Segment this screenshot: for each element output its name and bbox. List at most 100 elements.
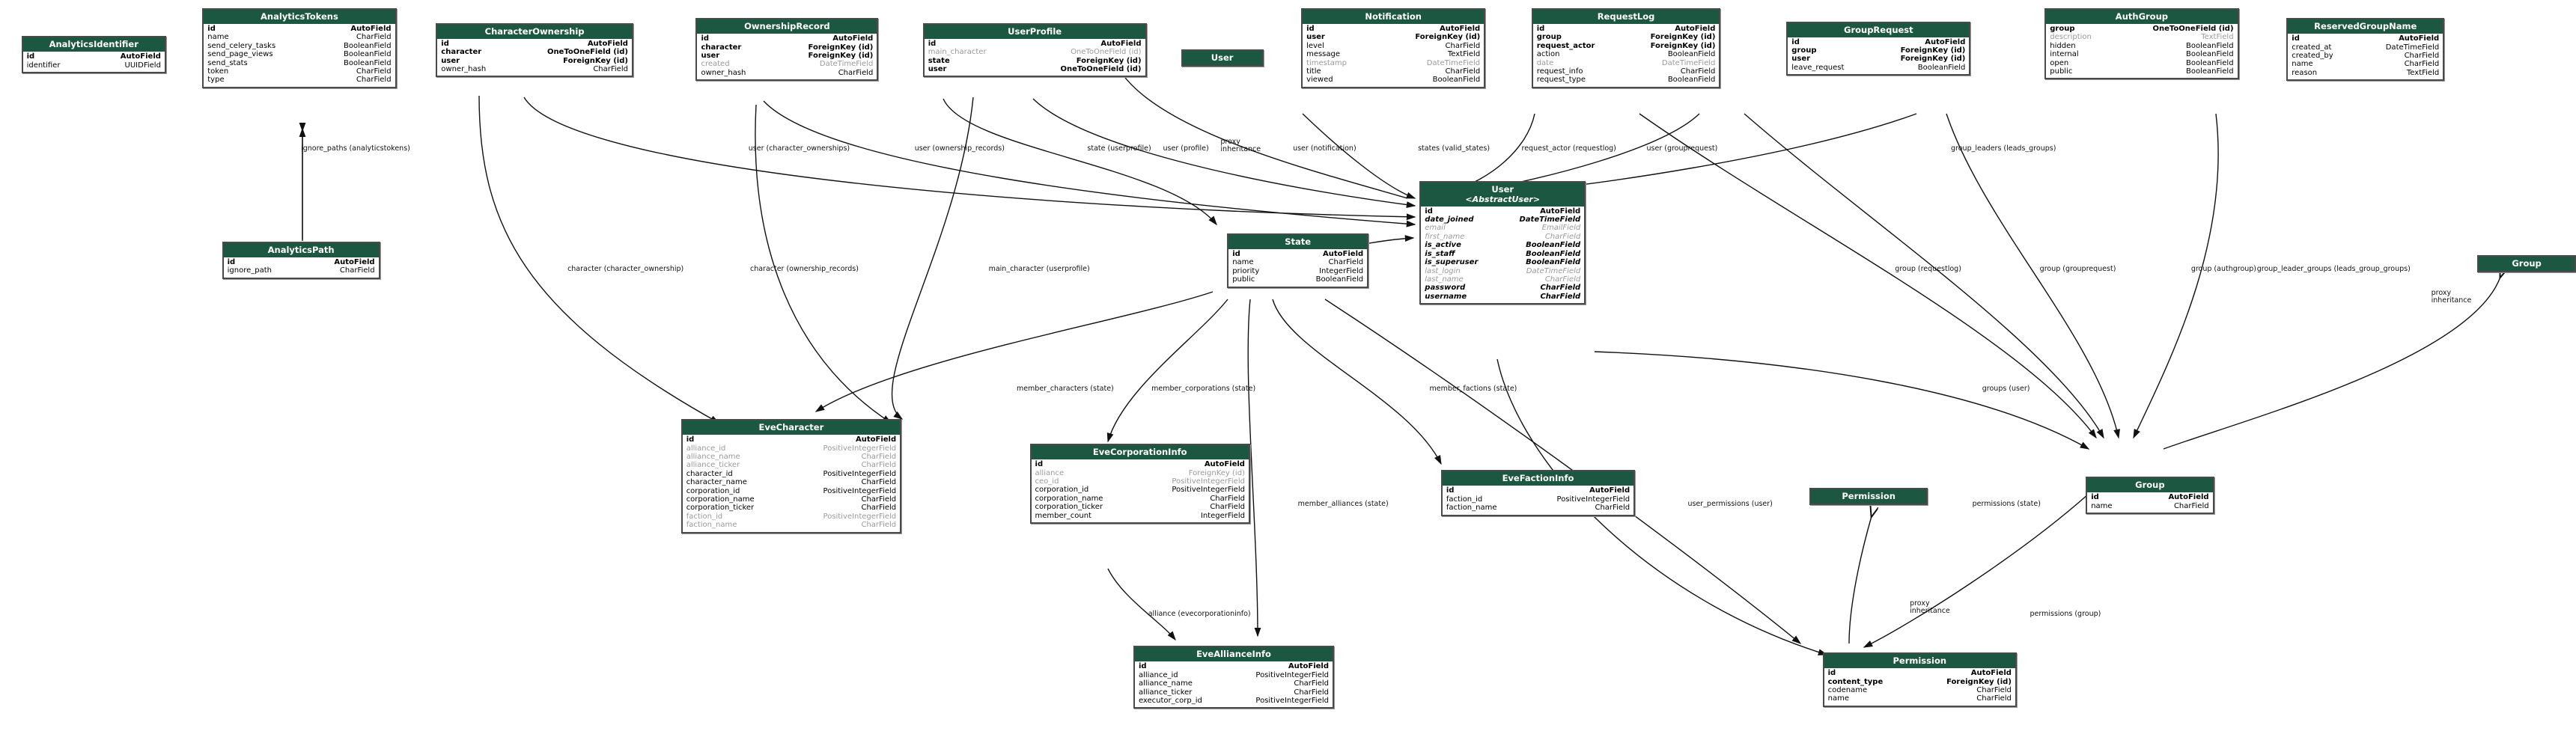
entity-field-row: id AutoField: [228, 258, 375, 266]
edge-label-el-member-factions: member_factions (state): [1429, 385, 1517, 394]
edge-label-el-state-userprofile: state (userprofile): [1087, 144, 1151, 153]
entity-title-eveallianceinfo: EveAllianceInfo: [1134, 647, 1333, 662]
field-type: CharField: [1595, 504, 1630, 513]
field-name: leave_request: [1791, 63, 1845, 72]
field-name: id: [1446, 486, 1455, 495]
entity-name: EveCorporationInfo: [1092, 447, 1187, 458]
field-type: DateTimeField: [1519, 215, 1581, 224]
field-name: level: [1306, 41, 1324, 50]
field-type: CharField: [1540, 292, 1581, 301]
field-type: BooleanField: [1526, 241, 1581, 250]
edge-label-el-states-valid: states (valid_states): [1418, 144, 1491, 153]
entity-name: AnalyticsPath: [267, 244, 335, 255]
entity-name: EveCharacter: [758, 422, 824, 433]
entity-title-user_plain: User: [1182, 50, 1262, 65]
edge-label-el-main-character: main_character (userprofile): [988, 264, 1090, 273]
entity-table-user_plain[interactable]: User: [1181, 49, 1264, 67]
field-name: created_by: [2292, 51, 2333, 60]
field-name: name: [1827, 694, 1849, 703]
field-name: id: [227, 257, 236, 266]
field-name: created: [701, 60, 730, 69]
entity-name: AnalyticsTokens: [261, 10, 338, 22]
entity-table-permission_mid[interactable]: Permission: [1809, 488, 1928, 506]
field-type: AutoField: [1288, 662, 1329, 671]
field-type: OneToOneField (id): [2152, 24, 2234, 33]
field-type: BooleanField: [343, 58, 392, 67]
edge-label-el-member-characters: member_characters (state): [1016, 385, 1114, 394]
field-name: username: [1425, 292, 1467, 301]
field-type: BooleanField: [343, 50, 392, 59]
field-name: id: [26, 52, 35, 61]
edge-label-el-user-notification: user (notification): [1293, 144, 1356, 153]
entity-title-authgroup: AuthGroup: [2046, 9, 2238, 24]
field-type: OneToOneField (id): [1060, 64, 1142, 73]
entity-title-permission_bottom: Permission: [1824, 654, 2015, 669]
field-type: PositiveIntegerField: [823, 486, 897, 495]
edge-label-el-user-permissions: user_permissions (user): [1687, 499, 1773, 508]
field-name: email: [1425, 224, 1446, 233]
field-type: CharField: [861, 478, 897, 487]
field-type: CharField: [356, 76, 392, 85]
field-name: description: [2050, 33, 2092, 42]
edge-label-el-member-corporations: member_corporations (state): [1151, 385, 1256, 394]
field-name: name: [207, 33, 229, 42]
field-name: id: [1035, 460, 1044, 469]
field-type: CharField: [1976, 694, 2012, 703]
entity-name: Group: [2135, 480, 2165, 491]
edge-label-el-permissions-group: permissions (group): [2030, 610, 2101, 619]
entity-title-user_abstract: User<AbstractUser>: [1421, 182, 1585, 207]
field-type: CharField: [861, 521, 897, 530]
field-type: CharField: [1540, 284, 1581, 293]
field-name: alliance_name: [1138, 679, 1193, 688]
field-type: AutoField: [334, 257, 375, 266]
field-type: AutoField: [1540, 207, 1581, 215]
edge-label-el-user-ownrec: user (ownership_records): [914, 144, 1005, 153]
entity-table-group_right[interactable]: Group: [2477, 254, 2576, 272]
